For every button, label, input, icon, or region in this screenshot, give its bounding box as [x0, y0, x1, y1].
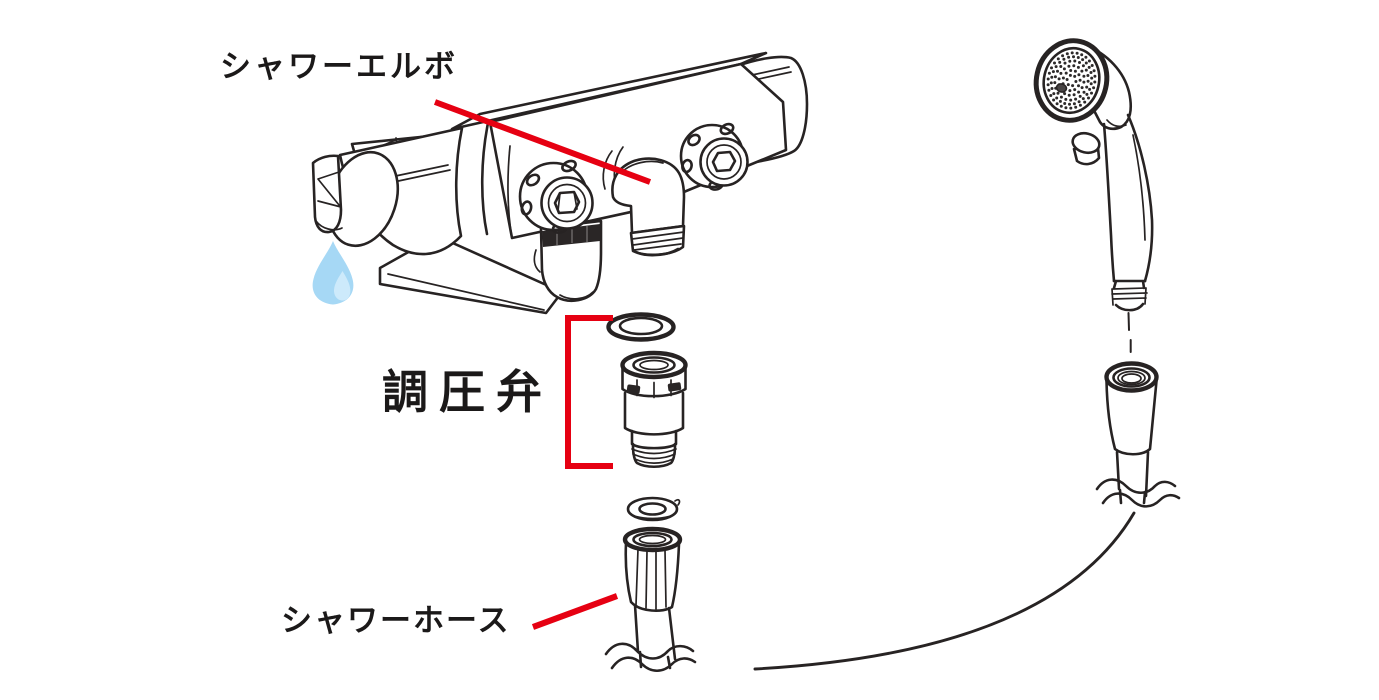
- pressure-valve-bracket: [565, 315, 613, 469]
- handle-knob-left: [518, 159, 594, 234]
- filter-washer: [606, 312, 676, 342]
- hose-washer: [626, 496, 681, 522]
- alignment-dashes: [1127, 312, 1132, 353]
- annotation-line-shower-elbow: [433, 99, 652, 185]
- outlet-stub: [533, 219, 603, 303]
- shower-head-handle: [1102, 113, 1154, 283]
- hose-nut: [622, 526, 683, 670]
- water-drop-icon: [312, 241, 354, 305]
- spray-face-screw: [1055, 83, 1068, 93]
- shower-head-face: [1042, 46, 1101, 115]
- label-shower-elbow: シャワーエルボ: [220, 49, 458, 85]
- hose-connector-right: [1095, 361, 1181, 508]
- head-hose-connector: [1111, 279, 1148, 312]
- annotation-line-shower-hose: [531, 593, 619, 630]
- label-pressure-valve: 調圧弁: [382, 365, 553, 419]
- label-shower-hose: シャワーホース: [281, 603, 511, 639]
- pressure-valve-body: [620, 350, 688, 469]
- shower-head: [1033, 38, 1154, 312]
- handle-knob-right: [679, 122, 749, 191]
- shower-head-button: [1071, 131, 1101, 166]
- faucet-body: [311, 51, 809, 315]
- spout-cap: [311, 150, 400, 248]
- hose-break-lines-left: [604, 642, 697, 673]
- hose-curve: [753, 511, 1136, 671]
- hose-break-lines-right: [1095, 478, 1181, 508]
